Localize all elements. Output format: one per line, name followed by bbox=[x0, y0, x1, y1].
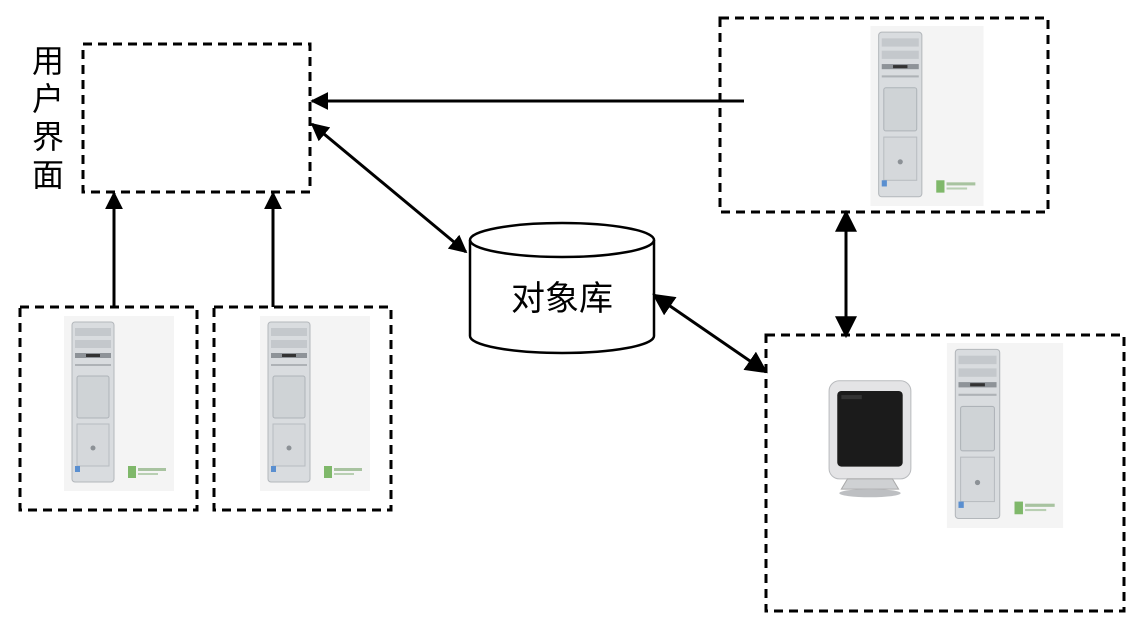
tower-computer-icon bbox=[869, 26, 985, 206]
client-box-1 bbox=[18, 305, 199, 512]
user-interface-label-char-3: 界 bbox=[32, 118, 64, 156]
client-box-2 bbox=[212, 305, 393, 512]
object-database-node: 对象库 bbox=[468, 221, 656, 355]
user-interface-label-char-4: 面 bbox=[32, 156, 64, 194]
client-node-1 bbox=[18, 305, 199, 512]
client-node-2 bbox=[212, 305, 393, 512]
monitor-icon bbox=[828, 380, 912, 498]
tower-computer-icon bbox=[64, 316, 174, 491]
user-interface-node: 用 户 界 面 bbox=[32, 42, 312, 194]
user-interface-label-char-1: 用 bbox=[32, 42, 64, 80]
arrow-ui-database bbox=[310, 122, 468, 254]
workstation-node bbox=[764, 333, 1126, 613]
database-cylinder-icon bbox=[468, 240, 656, 355]
server-box-top bbox=[718, 16, 1050, 214]
database-cylinder-top bbox=[468, 221, 656, 259]
arrow-database-workstation bbox=[652, 293, 768, 374]
user-interface-box bbox=[81, 42, 312, 194]
tower-computer-icon bbox=[946, 343, 1064, 528]
tower-computer-icon bbox=[260, 316, 370, 491]
database-label: 对象库 bbox=[511, 279, 613, 319]
user-interface-label-char-2: 户 bbox=[32, 80, 64, 118]
server-node-top bbox=[718, 16, 1050, 214]
workstation-box bbox=[764, 333, 1126, 613]
